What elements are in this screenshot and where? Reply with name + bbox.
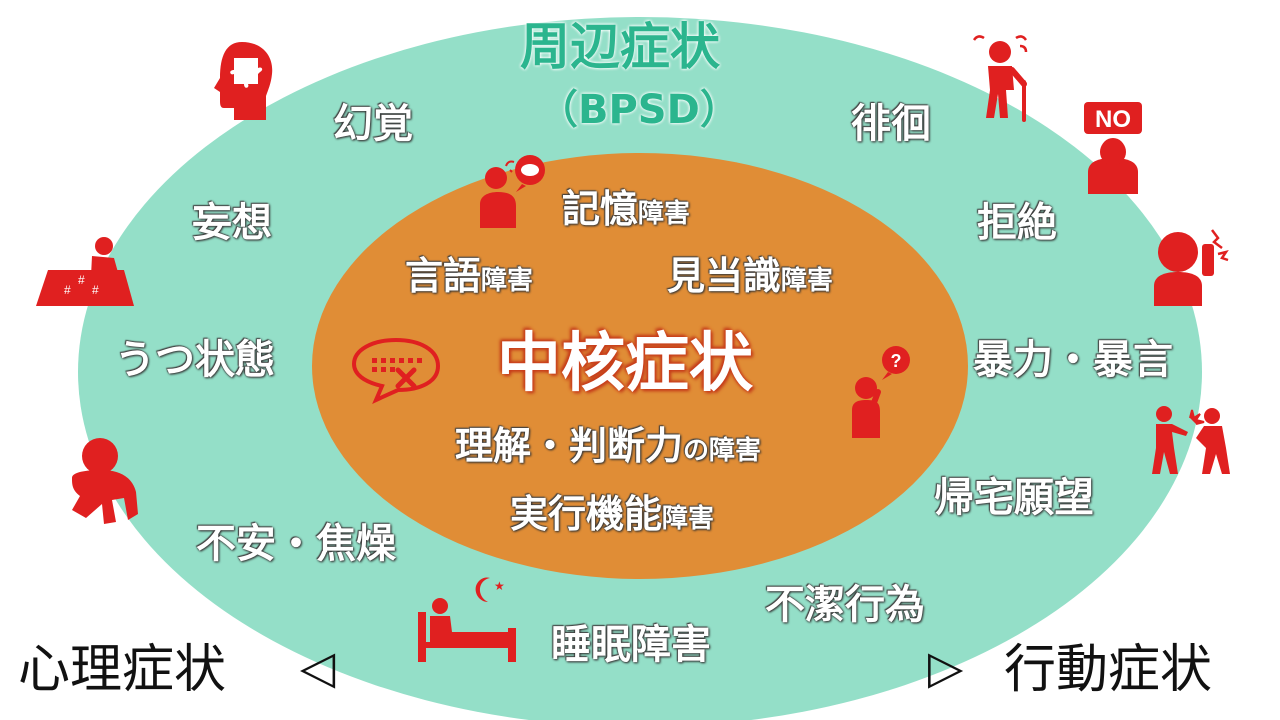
core-item-executive-main: 実行機能 [510,492,663,536]
hugging-knees-icon [72,438,138,524]
core-item-orientation-main: 見当識 [667,254,782,298]
core-item-orientation-suffix: 障害 [781,266,834,296]
behav-item-refusal: 拒絶 [977,200,1057,246]
core-item-orientation: 見当識障害 [667,257,833,295]
thinking-person-icon [480,155,545,228]
svg-text:#: # [78,273,85,287]
angry-phone-icon [1154,229,1229,306]
psychological-label: 心理症状 [18,640,227,700]
psychological-arrow: ◁ [300,640,336,694]
peripheral-subtitle: （BPSD） [538,87,740,133]
core-ellipse [312,153,968,579]
core-item-memory-suffix: 障害 [638,199,691,229]
core-item-judgment-main: 理解・判断力 [455,424,684,468]
svg-text:#: # [92,283,99,297]
behavioral-label: 行動症状 [1004,640,1213,700]
core-item-language-main: 言語 [405,254,482,298]
psych-item-anxiety: 不安・焦燥 [196,521,396,567]
sleeping-bed-icon: ★ [418,577,516,662]
psych-item-sleep: 睡眠障害 [551,622,711,668]
core-item-language: 言語障害 [405,257,533,295]
core-item-judgment-suffix: の障害 [683,436,762,466]
puzzle-head-icon [214,42,273,120]
fighting-people-icon [1152,406,1230,474]
core-title: 中核症状 [497,327,753,401]
svg-text:#: # [64,283,71,297]
no-sign-text: NO [1095,106,1131,133]
behav-item-unclean: 不潔行為 [765,582,925,628]
svg-text:?: ? [891,351,902,371]
confused-person-icon: ? [852,346,910,438]
core-item-language-suffix: 障害 [481,266,534,296]
behav-item-violence: 暴力・暴言 [973,337,1173,383]
speech-bubble-x-icon [351,337,441,404]
psych-item-delusion: 妄想 [192,200,272,246]
wandering-person-icon [972,35,1028,122]
no-sign-icon: NO [1084,102,1142,194]
core-item-executive-suffix: 障害 [662,504,715,534]
psych-item-depression: うつ状態 [115,337,275,383]
core-item-judgment: 理解・判断力の障害 [455,427,761,465]
behavioral-arrow: ▷ [928,640,964,694]
core-item-executive: 実行機能障害 [510,495,714,533]
behav-item-wandering: 徘徊 [851,101,931,147]
behav-item-homecoming: 帰宅願望 [934,475,1094,521]
crouching-person-icon: # # # [36,237,134,306]
peripheral-title: 周辺症状 [520,18,720,76]
core-item-memory: 記憶障害 [562,190,690,228]
svg-text:★: ★ [494,579,505,593]
psych-item-hallucination: 幻覚 [333,101,413,147]
core-item-memory-main: 記憶 [562,187,639,231]
